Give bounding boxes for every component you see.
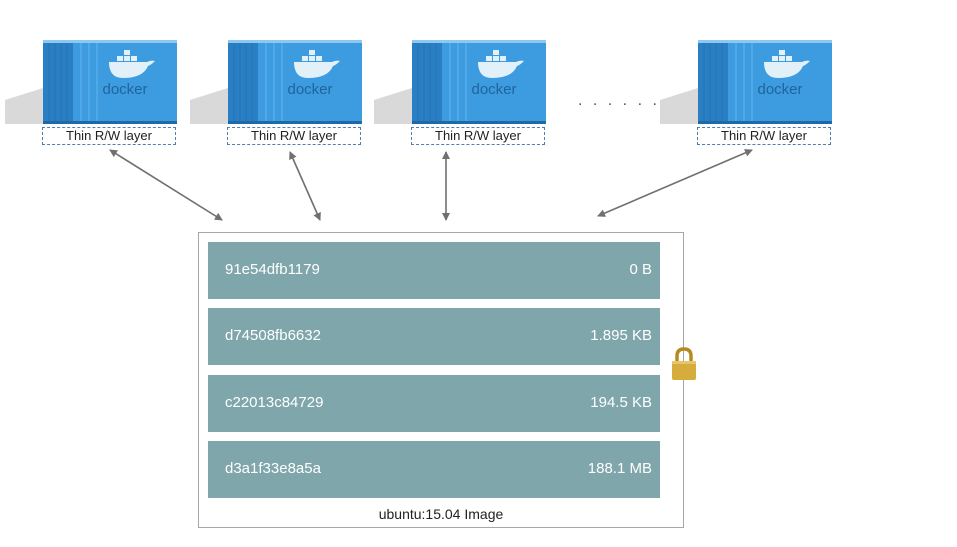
thin-rw-layer-label: Thin R/W layer xyxy=(227,127,361,145)
arrow-container-4 xyxy=(597,149,753,217)
svg-text:docker: docker xyxy=(757,81,802,98)
shipping-container-icon: docker xyxy=(660,40,832,124)
arrow-container-1 xyxy=(109,149,223,221)
layer-id: d74508fb6632 xyxy=(225,327,321,344)
docker-logo xyxy=(109,50,155,78)
svg-text:docker: docker xyxy=(102,81,147,98)
shipping-container-icon: docker xyxy=(374,40,546,124)
container-2: docker Thin R/W layer xyxy=(190,38,365,146)
container-3: docker Thin R/W layer xyxy=(374,38,549,146)
layer-size: 0 B xyxy=(629,261,652,278)
layer-size: 194.5 KB xyxy=(590,394,652,411)
image-layer: c22013c84729 194.5 KB xyxy=(208,375,660,432)
lock-icon xyxy=(672,347,696,380)
container-4: docker Thin R/W layer xyxy=(660,38,835,146)
more-containers-ellipsis: . . . . . . xyxy=(578,92,660,109)
thin-rw-layer-label: Thin R/W layer xyxy=(42,127,176,145)
thin-rw-layer-label: Thin R/W layer xyxy=(697,127,831,145)
thin-rw-layer-label: Thin R/W layer xyxy=(411,127,545,145)
image-caption: ubuntu:15.04 Image xyxy=(378,506,504,522)
layer-size: 1.895 KB xyxy=(590,327,652,344)
docker-logo xyxy=(478,50,524,78)
arrow-container-2 xyxy=(289,151,321,221)
image-layer: d74508fb6632 1.895 KB xyxy=(208,308,660,365)
container-1: docker Thin R/W layer xyxy=(5,38,180,146)
layer-id: 91e54dfb1179 xyxy=(225,261,320,278)
docker-logo xyxy=(294,50,340,78)
docker-logo xyxy=(764,50,810,78)
image-layer: d3a1f33e8a5a 188.1 MB xyxy=(208,441,660,498)
image-box: 91e54dfb1179 0 B d74508fb6632 1.895 KB c… xyxy=(198,232,684,528)
svg-text:docker: docker xyxy=(471,81,516,98)
layer-size: 188.1 MB xyxy=(587,460,652,477)
shipping-container-icon: docker xyxy=(190,40,362,124)
shipping-container-icon: docker xyxy=(5,40,177,124)
layer-id: c22013c84729 xyxy=(225,394,324,411)
svg-text:docker: docker xyxy=(287,81,332,98)
image-layer: 91e54dfb1179 0 B xyxy=(208,242,660,299)
layer-id: d3a1f33e8a5a xyxy=(225,460,321,477)
